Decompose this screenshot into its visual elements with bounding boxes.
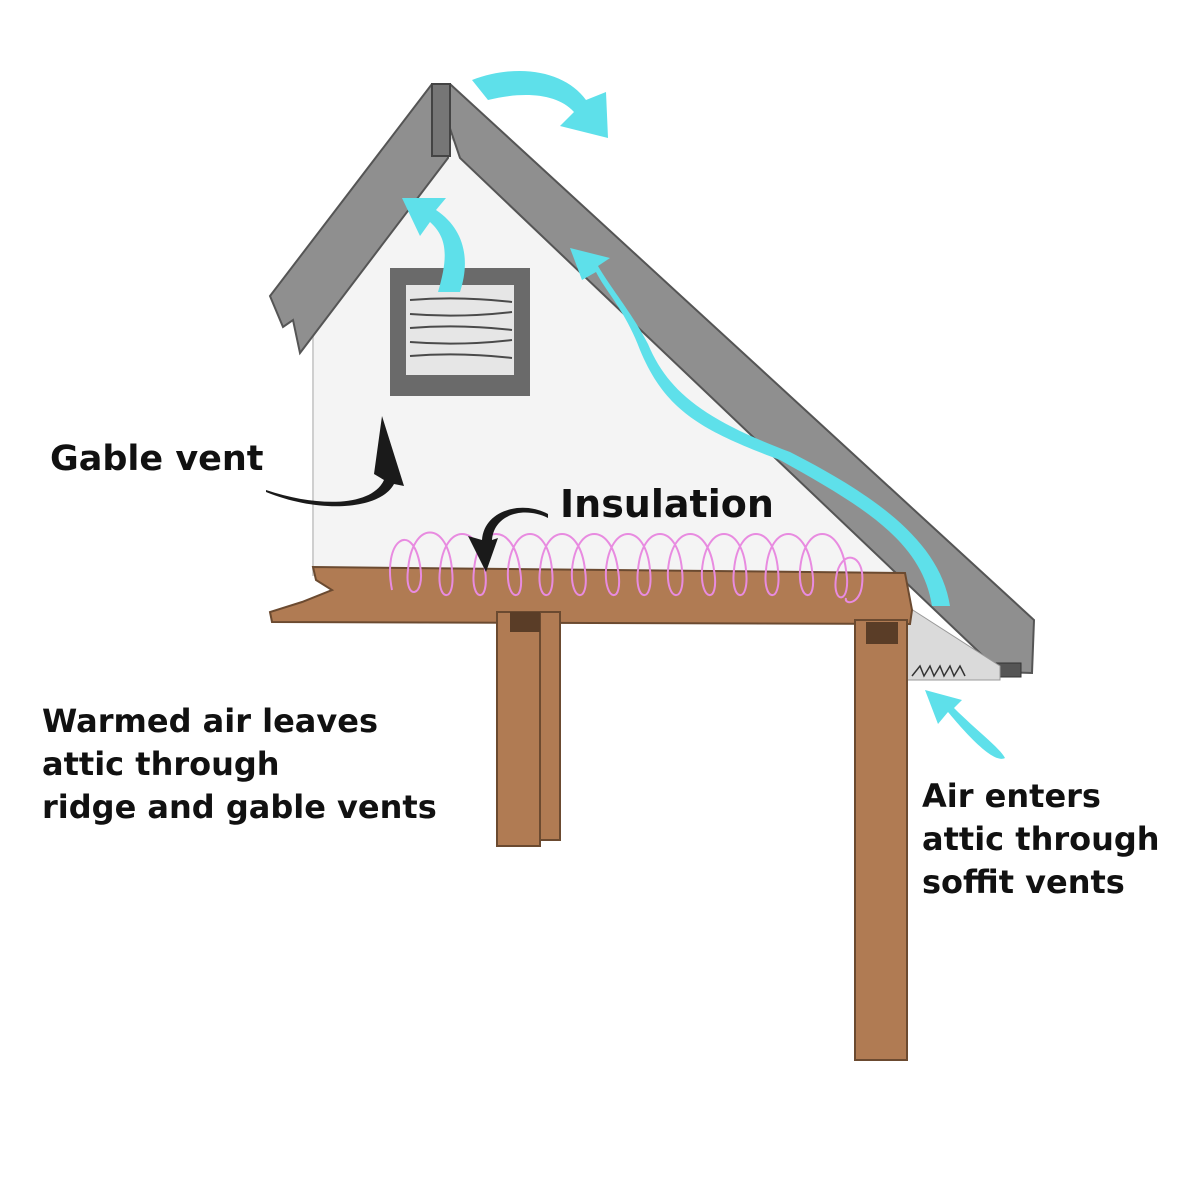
curved-arrow-icon: [570, 248, 950, 606]
curved-arrow-icon: [266, 416, 404, 507]
curved-arrow-icon: [402, 198, 465, 292]
air-enters-caption-line: Air enters: [922, 777, 1101, 815]
warmed-air-caption-line: ridge and gable vents: [42, 788, 437, 826]
gable-vent-label: Gable vent: [50, 439, 264, 479]
warmed-air-caption-line: Warmed air leaves: [42, 702, 378, 740]
warmed-air-caption-line: attic through: [42, 745, 280, 783]
air-enters-caption-line: attic through: [922, 820, 1160, 858]
ridge-cap: [431, 83, 451, 157]
gable-vent: [390, 268, 530, 396]
zigzag-icon: [911, 664, 966, 678]
gable-vent-slats: [409, 297, 513, 359]
air-enters-caption: Air enters attic through soffit vents: [922, 775, 1160, 904]
warmed-air-caption: Warmed air leaves attic through ridge an…: [42, 700, 437, 829]
interior-stud-right: [539, 611, 561, 841]
curved-arrow-icon: [925, 690, 1005, 759]
curved-arrow-icon: [472, 70, 608, 138]
air-enters-caption-line: soffit vents: [922, 863, 1125, 901]
exterior-stud-block: [866, 622, 898, 644]
curved-arrow-icon: [468, 507, 548, 572]
insulation-label: Insulation: [560, 482, 774, 526]
exterior-wall-stud: [854, 619, 908, 1061]
interior-stud-block: [510, 612, 540, 632]
ceiling-joist: [268, 565, 914, 626]
interior-stud-left: [496, 611, 541, 847]
